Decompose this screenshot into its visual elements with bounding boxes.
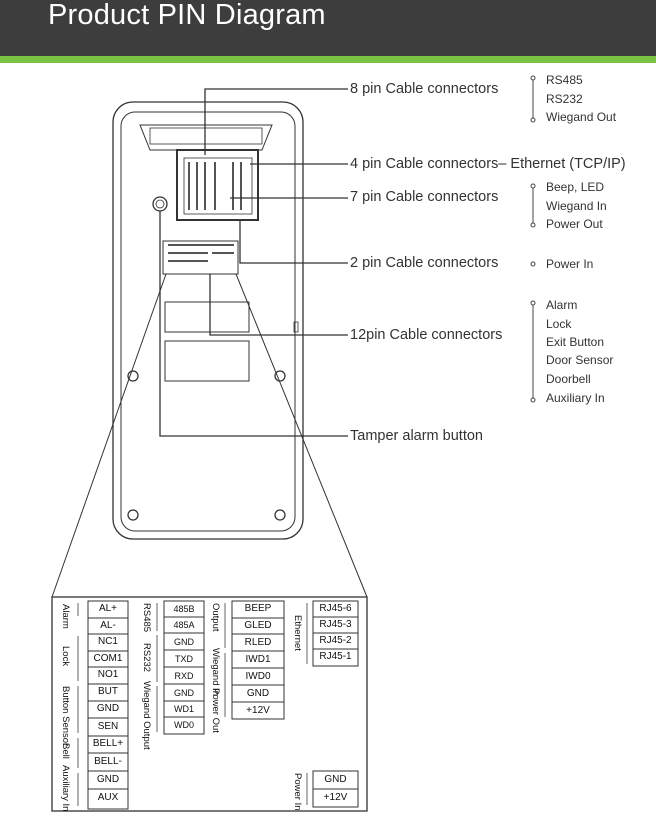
option-rs485: RS485 bbox=[546, 73, 583, 87]
group-power-in: Power In bbox=[292, 773, 303, 811]
pin-cell: RLED bbox=[244, 637, 272, 648]
device-outline bbox=[112, 101, 304, 540]
pin-cell: GLED bbox=[244, 620, 272, 631]
pin-cell: RJ45-1 bbox=[319, 651, 352, 662]
pin-cell: GND bbox=[174, 637, 194, 647]
pin-cell: 485A bbox=[173, 620, 195, 630]
option-wiegand-out: Wiegand Out bbox=[546, 110, 617, 124]
option-wiegand-in: Wiegand In bbox=[546, 199, 607, 213]
pin-cell: GND bbox=[96, 703, 120, 714]
group-rs232: RS232 bbox=[141, 643, 152, 673]
pin-cell: BUT bbox=[98, 686, 118, 697]
pin-cell: GND bbox=[246, 688, 270, 699]
leader-tamper bbox=[159, 211, 348, 437]
pin-cell: AL- bbox=[100, 620, 116, 631]
header-bar: Product PIN Diagram bbox=[0, 0, 656, 56]
option-beep-led: Beep, LED bbox=[546, 180, 605, 194]
leader-pin2 bbox=[239, 220, 348, 264]
callout-pin8: 8 pin Cable connectors bbox=[350, 81, 499, 97]
callout-pin7: 7 pin Cable connectors bbox=[350, 189, 499, 205]
pin-cell: GND bbox=[324, 774, 347, 785]
group-output: Output bbox=[210, 603, 221, 632]
pin-cell: WD0 bbox=[174, 720, 194, 730]
option-auxiliary-in: Auxiliary In bbox=[546, 391, 605, 405]
option-rs232: RS232 bbox=[546, 92, 583, 106]
pin-table-cells bbox=[87, 600, 359, 810]
screw-bottom-right bbox=[274, 509, 286, 521]
accent-bar bbox=[0, 56, 656, 63]
screw-bottom-left bbox=[127, 509, 139, 521]
pin-cell: RJ45-6 bbox=[319, 603, 352, 614]
callout-tamper: Tamper alarm button bbox=[350, 428, 483, 444]
pin-cell: BELL+ bbox=[92, 738, 124, 749]
group-power-out: Power Out bbox=[210, 688, 221, 733]
pin-cell: AUX bbox=[97, 792, 119, 803]
pin-cell: BELL- bbox=[94, 756, 122, 767]
pin-cell: IWD1 bbox=[245, 654, 271, 665]
option-doorbell: Doorbell bbox=[546, 372, 591, 386]
device-window-upper bbox=[164, 301, 250, 333]
pin-cell: COM1 bbox=[93, 653, 123, 664]
tamper-button bbox=[152, 196, 168, 212]
top-recess-slot bbox=[149, 127, 263, 145]
pin12-block bbox=[162, 240, 239, 275]
group-lock: Lock bbox=[60, 646, 71, 667]
pin-table-frame bbox=[51, 596, 368, 812]
option-power-in: Power In bbox=[546, 257, 594, 271]
pin-cell: AL+ bbox=[98, 603, 118, 614]
pin-cell: GND bbox=[174, 688, 194, 698]
callout-pin4: 4 pin Cable connectors– Ethernet (TCP/IP… bbox=[350, 156, 626, 172]
connector-board-inner bbox=[183, 157, 253, 215]
pin-cell: RJ45-2 bbox=[319, 635, 352, 646]
pin-cell: +12V bbox=[323, 792, 348, 803]
option-exit-button: Exit Button bbox=[546, 335, 605, 349]
device-inner-outline bbox=[120, 111, 296, 532]
pin-cell: +12V bbox=[246, 705, 270, 716]
group-auxiliary-in: Auxiliary In bbox=[60, 765, 71, 812]
group-alarm: Alarm bbox=[60, 604, 71, 629]
callout-pin2: 2 pin Cable connectors bbox=[350, 255, 499, 271]
option-lock: Lock bbox=[546, 317, 572, 331]
page-title: Product PIN Diagram bbox=[48, 0, 326, 31]
screw-mid-left bbox=[127, 370, 139, 382]
pin-cell: WD1 bbox=[174, 704, 194, 714]
side-button bbox=[293, 321, 299, 333]
callout-pin12: 12pin Cable connectors bbox=[350, 327, 503, 343]
group-button-sensor: Button Sensor bbox=[60, 686, 71, 747]
pin-cell: 485B bbox=[173, 604, 195, 614]
group-bell: Bell bbox=[60, 743, 71, 759]
option-door-sensor: Door Sensor bbox=[546, 353, 614, 367]
group-rs485: RS485 bbox=[141, 603, 152, 633]
pin-cell: GND bbox=[96, 774, 120, 785]
leader-pin8 bbox=[204, 88, 348, 155]
pin-cell: SEN bbox=[97, 721, 119, 732]
leader-pin12 bbox=[209, 274, 348, 336]
screw-mid-right bbox=[274, 370, 286, 382]
top-recess bbox=[139, 124, 273, 151]
pin-cell: RJ45-3 bbox=[319, 619, 352, 630]
pin-cell: NO1 bbox=[97, 669, 119, 680]
pin-table-brackets bbox=[77, 603, 308, 806]
pin-cell: RXD bbox=[174, 671, 194, 681]
pin-cell: IWD0 bbox=[245, 671, 271, 682]
option-alarm: Alarm bbox=[546, 298, 578, 312]
device-window-lower bbox=[164, 340, 250, 382]
group-ethernet: Ethernet bbox=[292, 615, 303, 651]
option-power-out: Power Out bbox=[546, 217, 603, 231]
pin-cell: TXD bbox=[175, 654, 193, 664]
group-wiegand-output: Wiegand Output bbox=[141, 681, 152, 750]
pin-cell: BEEP bbox=[244, 603, 272, 614]
pin-cell: NC1 bbox=[97, 636, 118, 647]
connector-board bbox=[176, 149, 259, 221]
